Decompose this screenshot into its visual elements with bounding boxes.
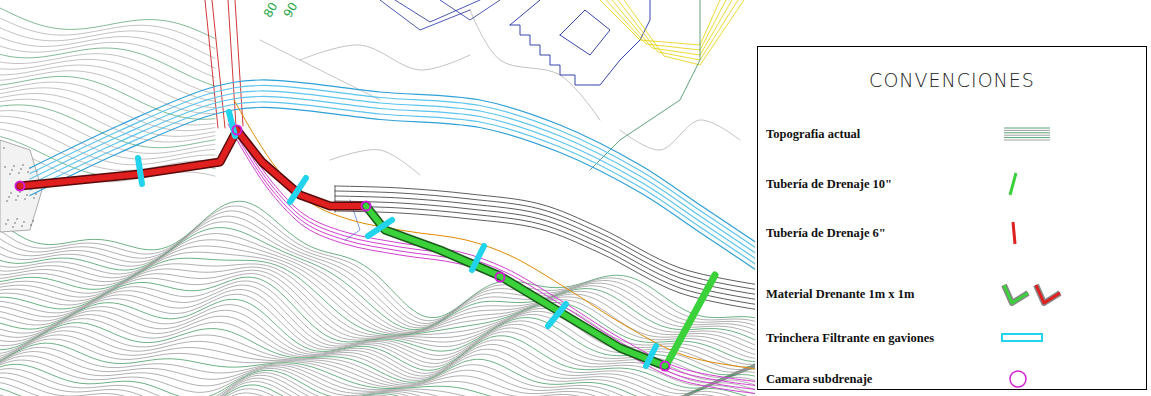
contour-line [0, 378, 755, 396]
filter-trench [368, 220, 392, 236]
contour-line [0, 393, 755, 396]
legend-sample [998, 364, 1068, 394]
road-edge [30, 85, 755, 250]
drain-pipes [20, 130, 715, 366]
drain-pipe-6 [20, 130, 366, 206]
legend-row: Material Drenante 1m x 1m [766, 279, 1138, 309]
road-edge [30, 80, 755, 245]
contour-line [0, 369, 755, 396]
building-outline [510, 0, 540, 25]
yellow-line [624, 0, 744, 65]
excavation-lines [228, 100, 755, 394]
filter-trench [548, 304, 566, 326]
contour-line [0, 71, 215, 114]
green-line [590, 0, 700, 170]
contour-line [0, 364, 755, 396]
road-band [335, 186, 755, 310]
contour-line [0, 389, 755, 396]
topography [0, 6, 755, 396]
drain-pipe-10 [668, 275, 715, 362]
legend-text: Material Drenante 1m x 1m [766, 287, 914, 302]
subdrain-chamber [661, 362, 670, 371]
filter-trench [138, 158, 142, 184]
contour-line [0, 373, 755, 396]
filter-trench [646, 346, 656, 366]
pipe-outline [366, 206, 665, 366]
building-outline [560, 10, 610, 55]
legend-text: Trinchera Filtrante en gaviones [766, 331, 934, 346]
building-outline [510, 0, 650, 85]
contour-line [0, 305, 755, 391]
subdrain-chamber [496, 273, 505, 282]
road-band [30, 80, 755, 273]
contour-line [0, 385, 755, 396]
legend-sample [998, 218, 1068, 248]
legend-sample [998, 323, 1068, 353]
contour-line [0, 343, 755, 396]
contour-line [0, 360, 755, 396]
excavation-line [228, 120, 755, 390]
subdrain-chamber [362, 202, 371, 211]
legend-row: Topografia actual [766, 119, 1138, 149]
road-edge [30, 102, 755, 267]
legend-title: CONVENCIONES [758, 69, 1146, 91]
structures [205, 0, 744, 240]
subdrain-chamber [16, 182, 25, 191]
legend-sample [998, 119, 1068, 149]
yellow-line [618, 0, 738, 60]
terrain-line [300, 45, 470, 70]
legend-row: Tubería de Drenaje 6" [766, 218, 1138, 248]
contour-line [0, 54, 215, 94]
excavation-line [228, 124, 755, 394]
contour-label: 80 [261, 0, 280, 20]
legend-row: Camara subdrenaje [766, 364, 1138, 394]
legend-row: Tubería de Drenaje 10" [766, 169, 1138, 199]
legend-sample [998, 279, 1068, 309]
legend-text: Tubería de Drenaje 6" [766, 226, 886, 241]
navy-line [440, 0, 500, 20]
navy-line [380, 0, 470, 30]
filter-trench [290, 178, 306, 202]
contour-line [0, 234, 755, 348]
terrain-line [330, 150, 420, 175]
plan-drawing [0, 0, 755, 396]
terrain-line [620, 120, 740, 150]
legend-text: Tubería de Drenaje 10" [766, 177, 892, 192]
subdrain-chamber [233, 126, 242, 135]
road-edge [30, 107, 755, 272]
road-edge [335, 196, 755, 295]
red-channel [235, 0, 243, 126]
red-channel [228, 0, 236, 126]
navy-line [395, 0, 480, 22]
contour-line [0, 25, 215, 58]
contour-line [0, 35, 215, 68]
filter-trench [472, 246, 484, 270]
legend-text: Camara subdrenaje [766, 372, 872, 387]
contour-line [0, 381, 755, 396]
excavation-line [228, 112, 755, 382]
drain-pipe-10 [366, 206, 665, 366]
contour-line [0, 289, 755, 382]
legend-box: CONVENCIONES Topografia actualTubería de … [757, 46, 1147, 390]
contour-line [0, 335, 755, 396]
contour-line [0, 16, 215, 49]
legend-sample [998, 169, 1068, 199]
excavation-line [228, 116, 755, 386]
terrain-line [470, 10, 600, 120]
contour-label: 90 [281, 0, 300, 20]
filter-trenches [138, 112, 656, 366]
contour-line [0, 228, 755, 343]
pipe-outline [20, 130, 366, 206]
chambers [16, 126, 670, 371]
contour-line [0, 42, 215, 77]
orange-line [234, 100, 755, 370]
legend-text: Topografia actual [766, 127, 860, 142]
legend-row: Trinchera Filtrante en gaviones [766, 323, 1138, 353]
contour-line [0, 59, 215, 101]
